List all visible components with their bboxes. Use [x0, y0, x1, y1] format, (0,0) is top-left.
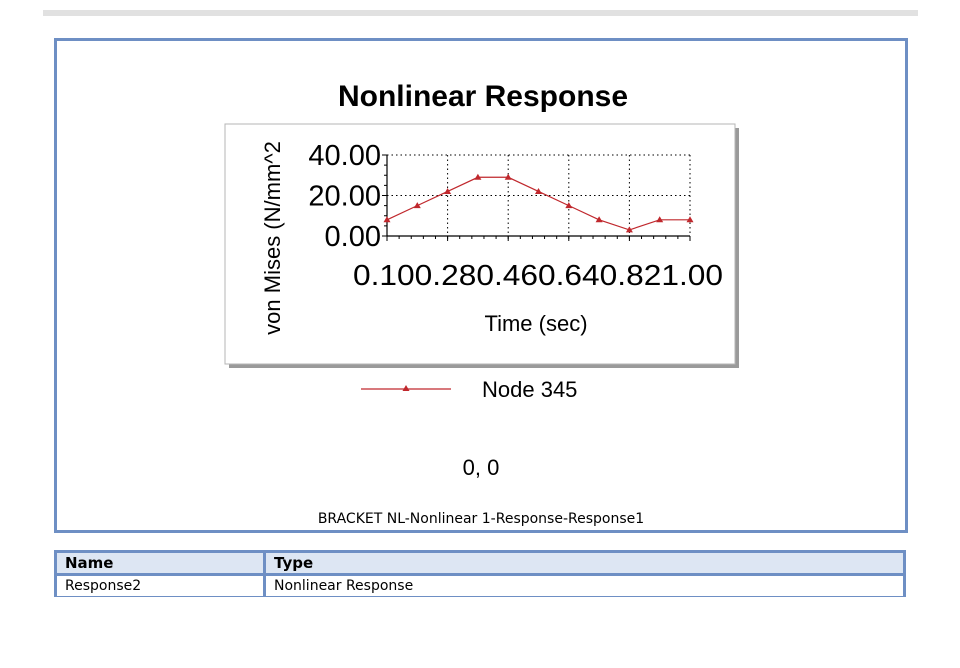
chart-title: Nonlinear Response — [338, 80, 628, 113]
table-header-row: Name Type — [54, 550, 906, 576]
data-point — [686, 216, 694, 223]
x-tick-label: 0.64 — [538, 260, 600, 292]
y-tick-label: 40.00 — [308, 140, 381, 172]
coordinate-readout: 0, 0 — [462, 455, 500, 480]
data-point — [625, 226, 633, 233]
table-row: Response2 Nonlinear Response — [54, 574, 906, 597]
data-point — [565, 202, 573, 209]
grid-lines — [387, 154, 691, 236]
plot-panel — [224, 123, 736, 365]
cell-type: Nonlinear Response — [263, 574, 906, 597]
data-point — [535, 187, 542, 194]
x-tick-label: 0.46 — [476, 260, 538, 292]
axes — [382, 154, 691, 241]
data-point — [474, 173, 482, 180]
data-point — [383, 216, 391, 223]
y-tick-label: 20.00 — [308, 181, 381, 213]
cell-name: Response2 — [54, 574, 266, 597]
data-point — [656, 216, 664, 223]
x-tick-label: 0.10 — [353, 260, 415, 292]
x-tick-label: 1.00 — [661, 260, 723, 292]
top-divider — [43, 10, 918, 16]
legend-marker — [402, 385, 410, 391]
column-header-type: Type — [263, 550, 906, 576]
x-axis-label: Time (sec) — [484, 311, 587, 336]
y-tick-label: 0.00 — [325, 221, 381, 253]
column-header-name: Name — [54, 550, 266, 576]
data-point — [444, 187, 452, 194]
legend-label: Node 345 — [482, 377, 577, 402]
x-tick-label: 0.82 — [600, 260, 662, 292]
results-table: Name Type Response2 Nonlinear Response — [54, 550, 906, 597]
x-tick-label: 0.28 — [415, 260, 477, 292]
series-node-345 — [383, 173, 694, 233]
data-point — [595, 216, 603, 223]
y-axis-label: von Mises (N/mm^2 — [260, 141, 285, 335]
data-point — [413, 202, 421, 209]
legend: Node 345 — [361, 377, 577, 402]
data-point — [504, 173, 512, 180]
figure-caption: BRACKET NL-Nonlinear 1-Response-Response… — [317, 511, 645, 527]
